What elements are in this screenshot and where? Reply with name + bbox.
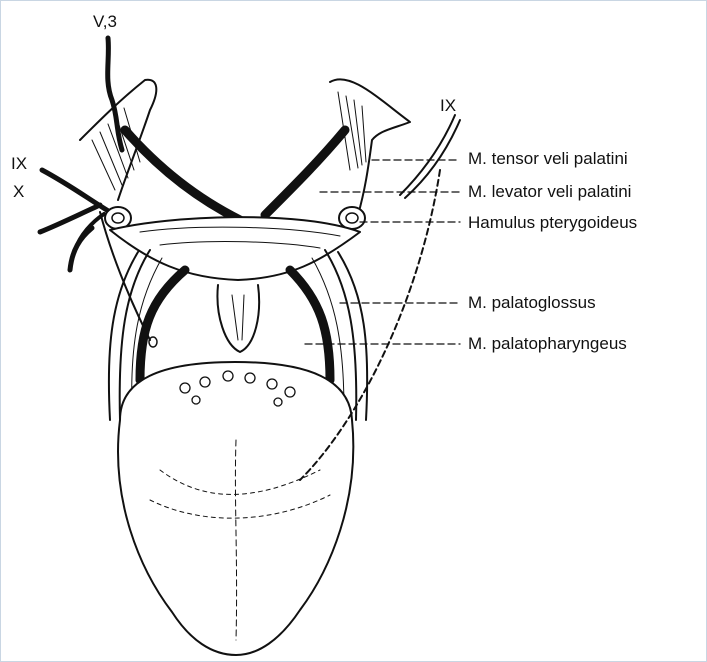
- nerve-ix-right: [400, 115, 455, 195]
- right-hamulus: [339, 207, 365, 229]
- label-palatoglossus: M. palatoglossus: [468, 294, 596, 311]
- left-levator-band: [125, 130, 240, 220]
- nerve-ix-x-bundle: [40, 170, 150, 340]
- label-nerve-v3: V,3: [93, 13, 117, 30]
- right-pterygoid: [330, 79, 410, 215]
- label-nerve-x-left: X: [13, 183, 24, 200]
- label-levator-veli-palatini: M. levator veli palatini: [468, 183, 631, 200]
- label-nerve-ix-left: IX: [11, 155, 27, 172]
- label-hamulus-pterygoideus: Hamulus pterygoideus: [468, 214, 637, 231]
- nerve-v3: [108, 38, 122, 150]
- small-nerve-loop: [149, 337, 157, 347]
- label-palatopharyngeus: M. palatopharyngeus: [468, 335, 627, 352]
- soft-palate: [110, 217, 360, 280]
- label-nerve-ix-right: IX: [440, 97, 456, 114]
- tongue: [118, 362, 353, 655]
- right-levator-band: [265, 130, 345, 215]
- uvula: [217, 285, 259, 352]
- label-tensor-veli-palatini: M. tensor veli palatini: [468, 150, 628, 167]
